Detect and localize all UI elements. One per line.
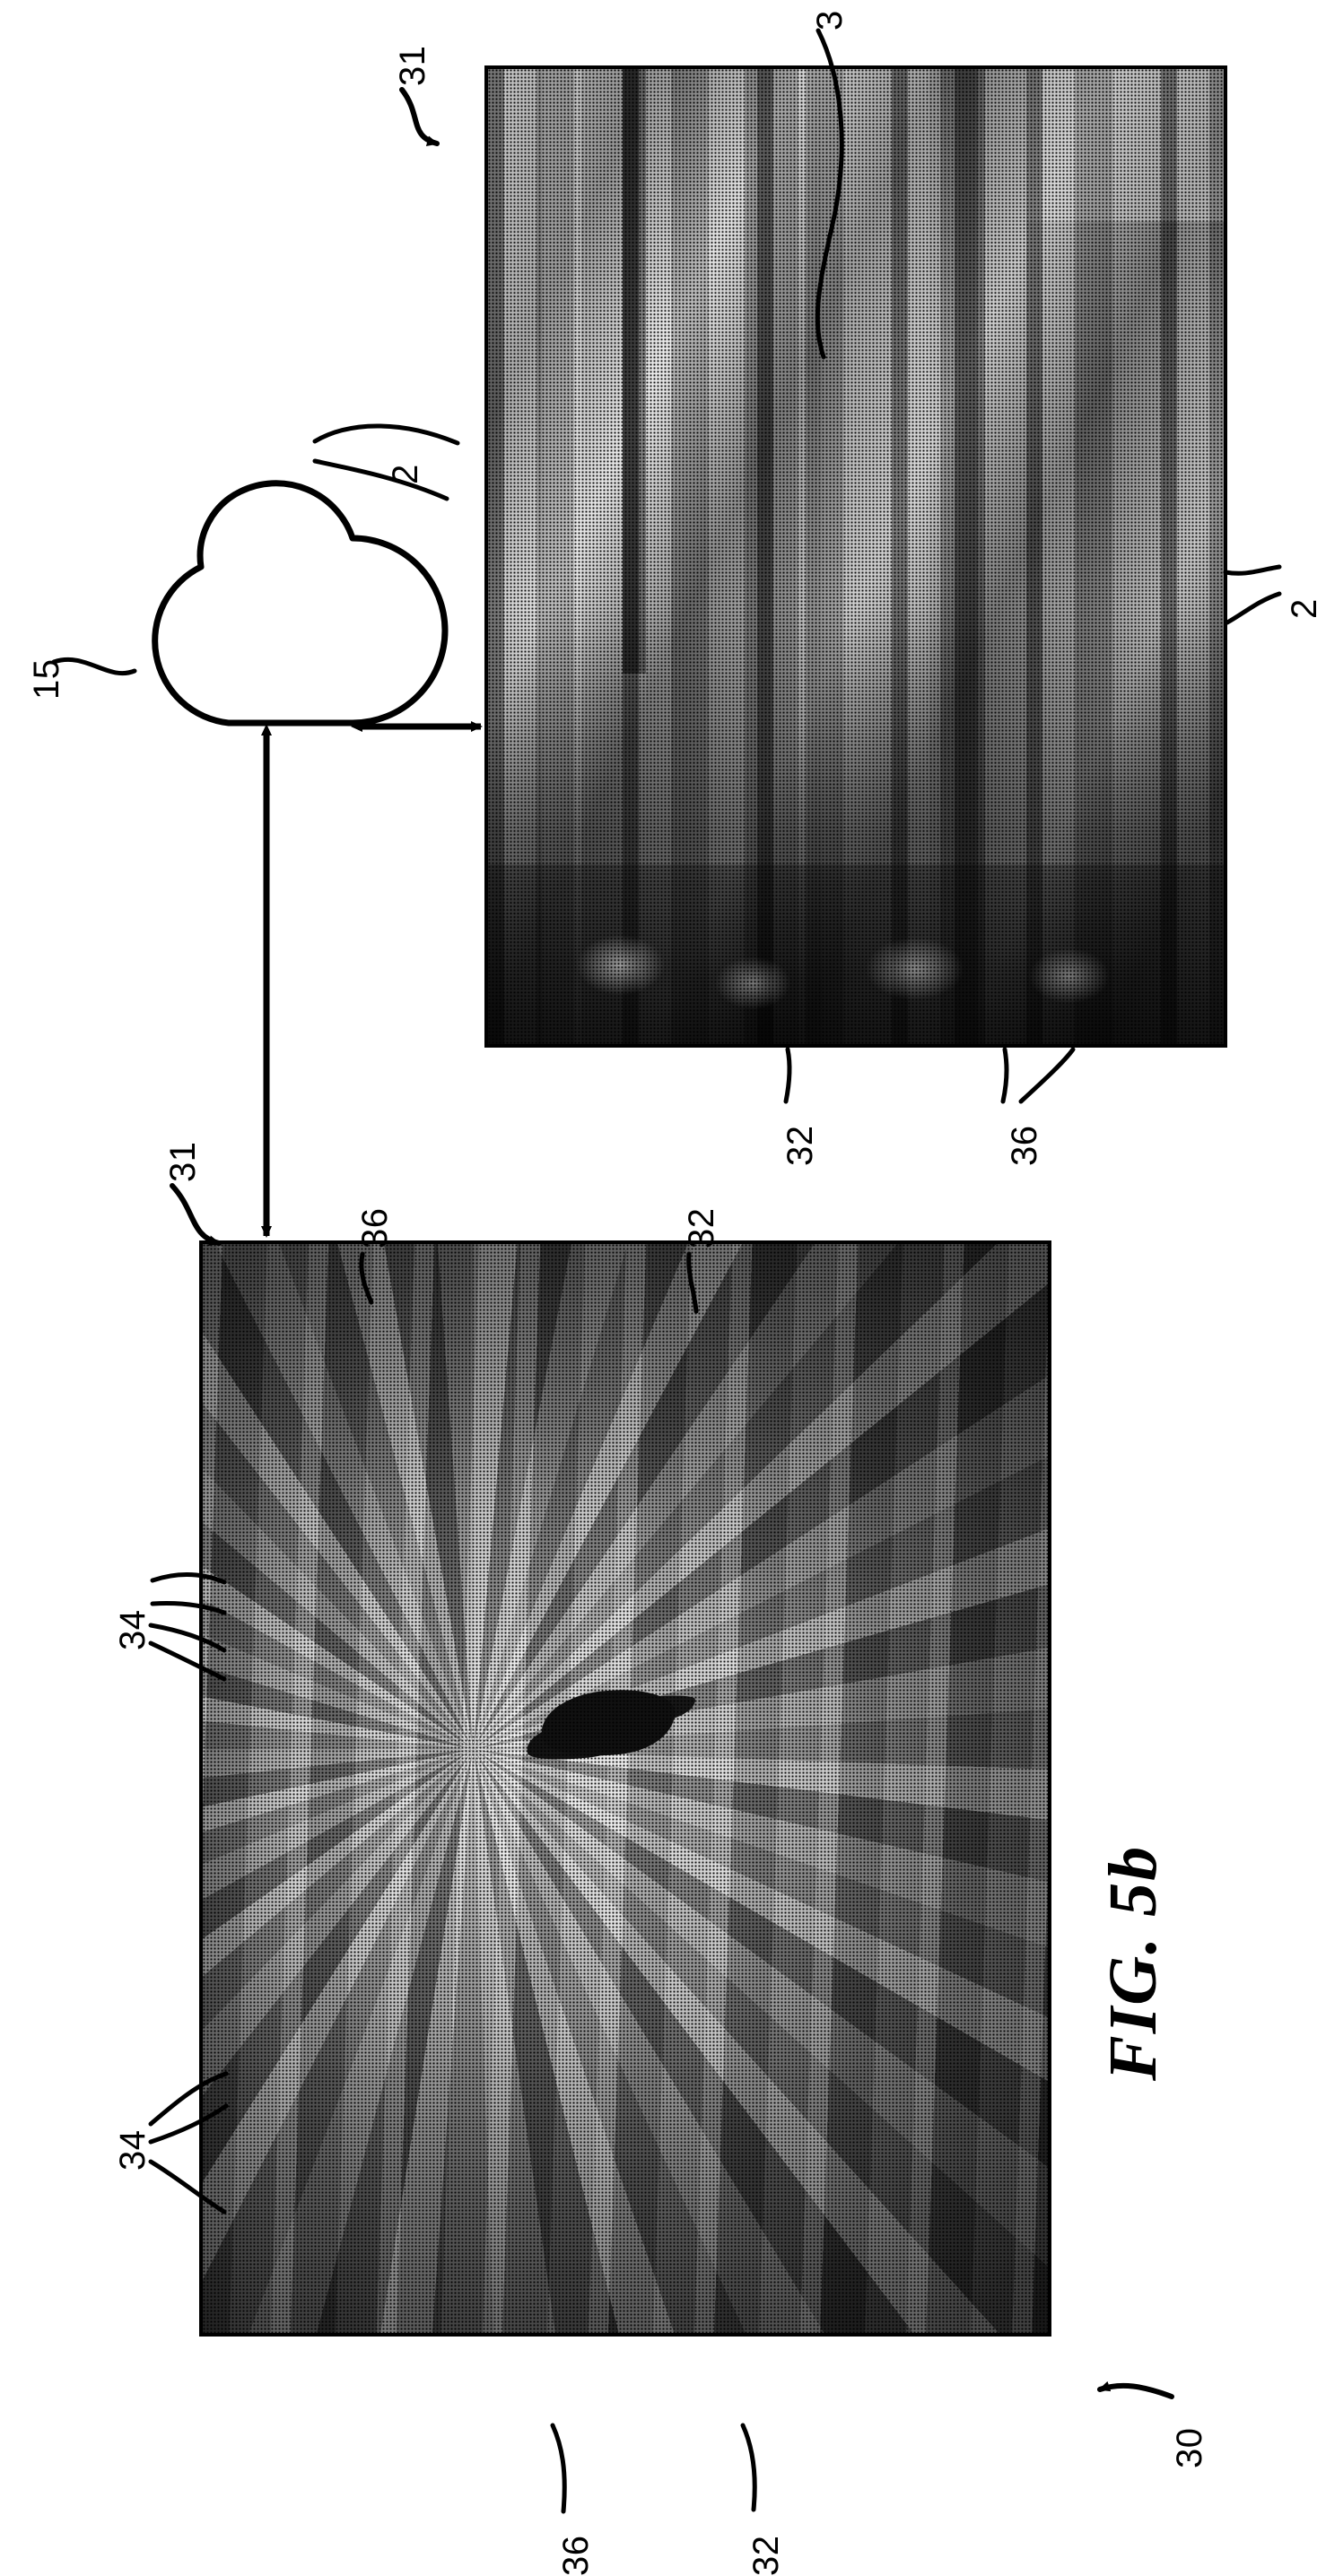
ref-numeral-31-top: 31 — [395, 46, 431, 87]
leader-line-34-lower-1 — [151, 2074, 226, 2124]
leader-line-32-street — [786, 1049, 789, 1101]
ref-numeral-36-street: 36 — [1007, 1126, 1042, 1167]
leader-line-36-street-b — [1021, 1049, 1073, 1101]
leader-line-32-tunnel-top — [689, 1254, 696, 1311]
leader-line-3 — [817, 30, 842, 357]
figure-caption: FIG. 5b — [1095, 1845, 1173, 2081]
ref-numeral-2-right: 2 — [1286, 598, 1317, 619]
ref-numeral-32-tunnel-bottom: 32 — [748, 2536, 784, 2576]
leader-line-34-upper-1 — [153, 1574, 224, 1582]
leader-line-34-upper-2 — [153, 1603, 224, 1613]
ref-numeral-15-network: 15 — [29, 659, 65, 701]
leader-line-2-right-a — [1225, 567, 1279, 573]
ref-numeral-31-bottom: 31 — [165, 1142, 201, 1183]
leader-line-36-street-a — [1003, 1049, 1007, 1101]
leader-arrow-31-bottom — [172, 1186, 219, 1243]
leader-line-2-right-b — [1227, 594, 1279, 622]
ref-numeral-36-tunnel-top: 36 — [357, 1208, 393, 1249]
leader-arrow-31-top — [402, 90, 437, 144]
ref-numeral-32-street: 32 — [782, 1126, 818, 1167]
leader-line-2-left-a — [315, 426, 458, 443]
leader-line-36-tunnel-bottom — [553, 2425, 564, 2511]
ref-numeral-2-left: 2 — [388, 464, 423, 484]
ref-numeral-34-upper: 34 — [115, 1610, 151, 1651]
leader-line-2-left-b — [315, 461, 447, 499]
ref-numeral-32-tunnel-top: 32 — [684, 1208, 720, 1249]
leader-line-32-tunnel-bottom — [743, 2425, 754, 2510]
leader-line-34-lower-2 — [151, 2106, 226, 2142]
leader-line-36-tunnel-top — [362, 1254, 371, 1302]
ref-numeral-36-tunnel-bottom: 36 — [558, 2536, 594, 2576]
leader-line-34-lower-3 — [151, 2162, 224, 2212]
cloud-network-icon — [155, 483, 445, 723]
ref-numeral-3: 3 — [812, 10, 848, 30]
ref-numeral-34-lower: 34 — [115, 2130, 151, 2171]
leader-arrow-30 — [1100, 2386, 1172, 2397]
leader-line-34-upper-4 — [151, 1643, 224, 1679]
ref-numeral-30: 30 — [1172, 2428, 1208, 2469]
